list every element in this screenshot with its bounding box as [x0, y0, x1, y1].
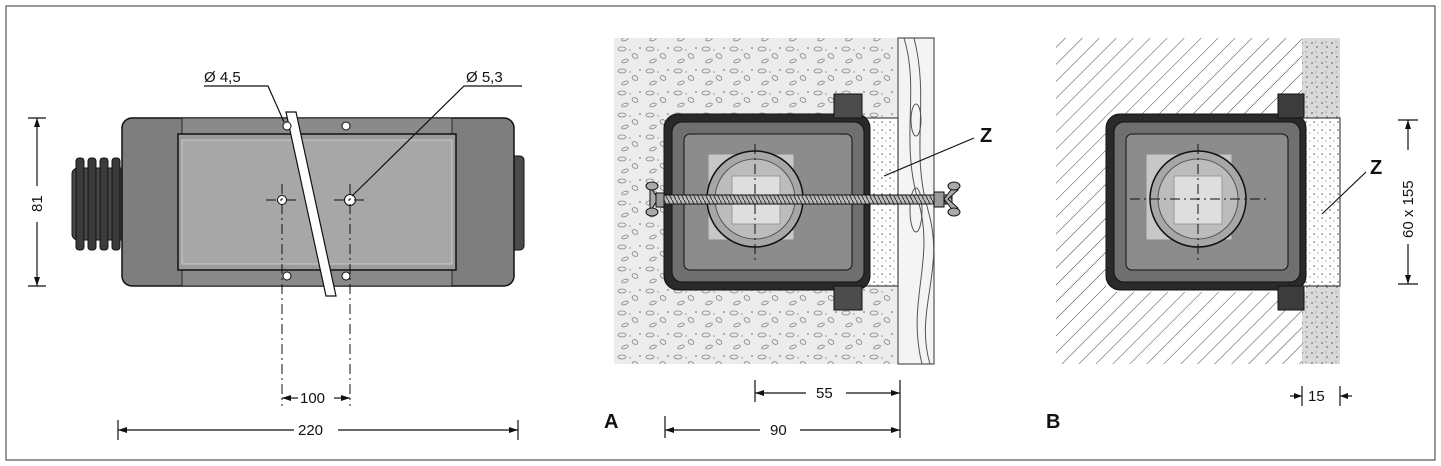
drawing-border — [5, 5, 1436, 461]
wing-nut-left — [645, 181, 665, 217]
box-flange — [1277, 93, 1305, 119]
dim-spacing: 100 — [300, 390, 325, 407]
detail-b: Z 60 x 155 15 B — [1046, 38, 1418, 433]
dim-inner: 55 — [816, 385, 833, 402]
dim-opening: 60 x 155 — [1400, 180, 1417, 238]
break-line — [285, 111, 337, 297]
left-corrugated-conduit — [71, 157, 128, 251]
mounting-hole — [282, 271, 292, 281]
label-hole-small: Ø 4,5 — [204, 69, 241, 86]
label-hole-large: Ø 5,3 — [466, 69, 503, 86]
threaded-rod — [649, 194, 953, 205]
detail-a: Z 55 90 A — [604, 37, 992, 439]
box-flange — [833, 93, 863, 119]
dim-height: 81 — [29, 195, 46, 212]
layer-label-z: Z — [1370, 157, 1382, 179]
dim-length: 220 — [298, 422, 323, 439]
mounting-hole — [282, 121, 292, 131]
box-flange — [1277, 285, 1305, 311]
dim-outer: 90 — [770, 422, 787, 439]
box-flange — [833, 285, 863, 311]
detail-label-a: A — [604, 411, 618, 433]
layer-label-z: Z — [980, 125, 992, 147]
mounting-hole — [341, 271, 351, 281]
wing-nut-right — [933, 181, 961, 217]
mounting-hole — [341, 121, 351, 131]
insulation-layer — [1301, 117, 1341, 287]
detail-label-b: B — [1046, 411, 1060, 433]
main-view: Ø 4,5 Ø 5,3 81 100 220 — [28, 69, 525, 440]
dim-thickness: 15 — [1308, 388, 1325, 405]
